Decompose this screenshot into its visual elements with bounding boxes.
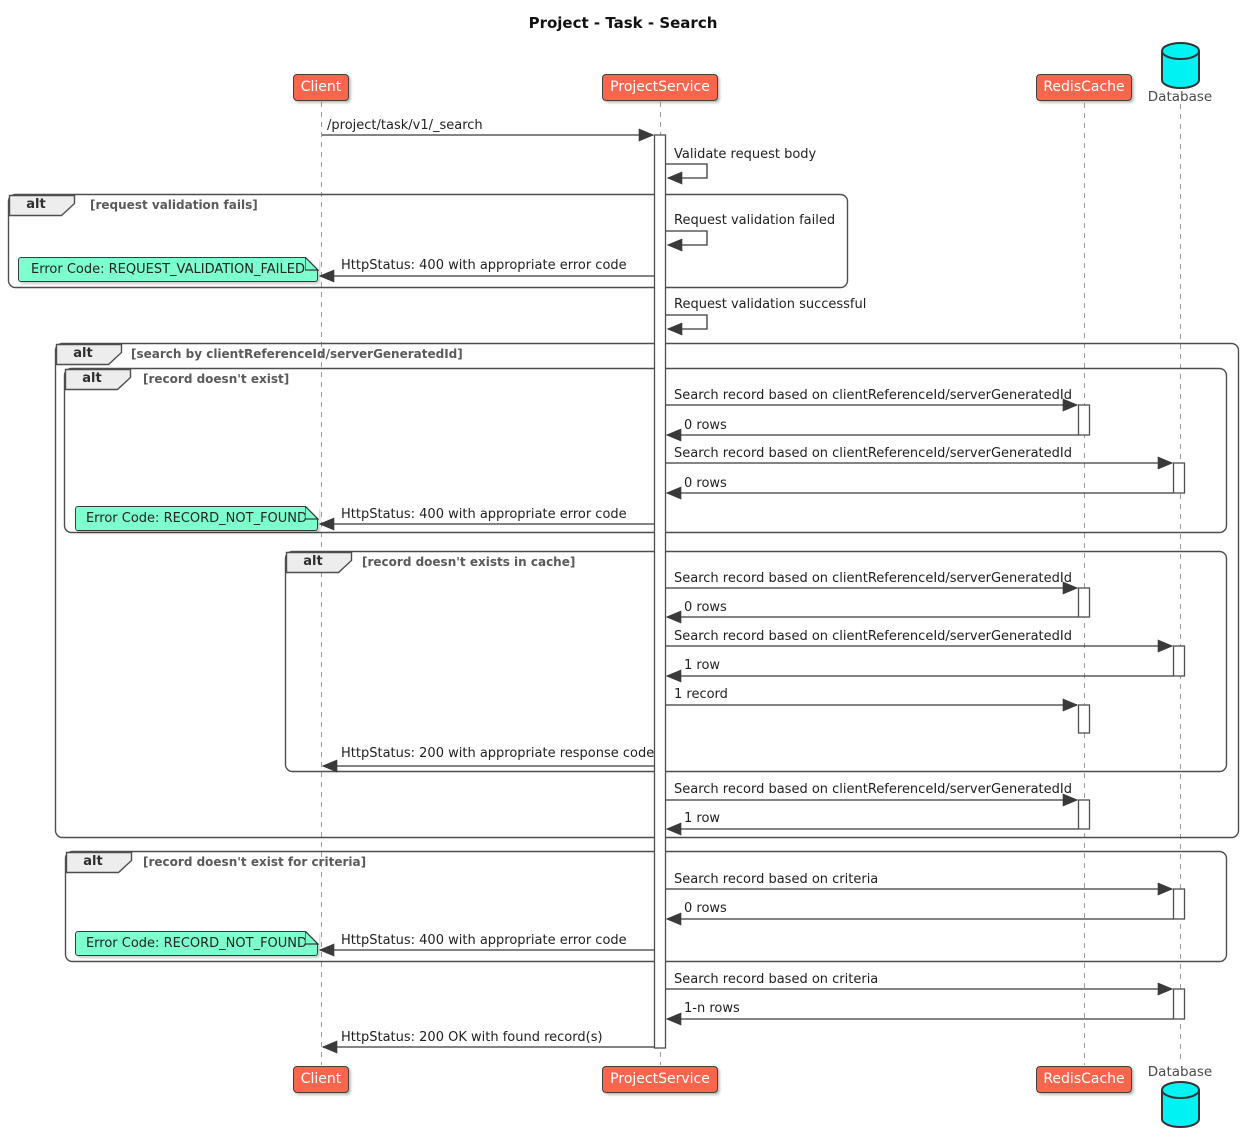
- alt-frame-tab: [55, 343, 123, 366]
- note-fold-icon: [304, 930, 319, 945]
- message-label: 0 rows: [684, 600, 727, 615]
- activation-bar-database: [1172, 462, 1186, 494]
- database-icon: [1161, 1081, 1200, 1128]
- message-label: HttpStatus: 400 with appropriate error c…: [341, 507, 627, 522]
- participant-redis-cache-top: RedisCache: [1036, 74, 1132, 101]
- message-label: Request validation failed: [674, 213, 836, 228]
- error-note-text: Error Code: RECORD_NOT_FOUND: [85, 511, 308, 526]
- alt-frame-tab: [65, 851, 133, 874]
- alt-keyword: alt: [82, 371, 102, 386]
- message-label: Search record based on clientReferenceId…: [674, 629, 1072, 644]
- note-fold-icon: [304, 256, 319, 271]
- diagram-title: Project - Task - Search: [528, 14, 718, 32]
- participant-redis-cache-bottom: RedisCache: [1036, 1066, 1132, 1093]
- alt-keyword: alt: [303, 554, 323, 569]
- alt-frame-tab: [8, 194, 76, 217]
- database-icon: [1161, 42, 1200, 89]
- activation-bar-redis-cache: [1077, 587, 1091, 618]
- participant-client-bottom: Client: [293, 1066, 349, 1093]
- activation-bar-database: [1172, 645, 1186, 677]
- error-note: Error Code: RECORD_NOT_FOUND: [75, 930, 319, 956]
- participant-database-label-top: Database: [1147, 89, 1213, 105]
- activation-bar-project-service: [653, 134, 667, 1049]
- error-note: Error Code: RECORD_NOT_FOUND: [75, 505, 319, 531]
- message-label: Request validation successful: [674, 297, 867, 312]
- message-label: /project/task/v1/_search: [327, 118, 483, 133]
- message-label: HttpStatus: 400 with appropriate error c…: [341, 258, 627, 273]
- self-message-line: [666, 163, 708, 185]
- message-label: HttpStatus: 200 OK with found record(s): [341, 1030, 603, 1045]
- message-label: 0 rows: [684, 418, 727, 433]
- participant-project-service-top: ProjectService: [602, 74, 718, 101]
- message-label: HttpStatus: 400 with appropriate error c…: [341, 933, 627, 948]
- alt-keyword: alt: [26, 197, 46, 212]
- message-label: HttpStatus: 200 with appropriate respons…: [341, 746, 655, 761]
- message-label: 0 rows: [684, 901, 727, 916]
- alt-condition: [request validation fails]: [90, 198, 258, 212]
- participant-project-service-bottom: ProjectService: [602, 1066, 718, 1093]
- message-label: Validate request body: [674, 147, 817, 162]
- alt-frame-tab: [64, 368, 132, 391]
- error-note-text: Error Code: RECORD_NOT_FOUND: [85, 936, 308, 951]
- self-message-line: [666, 230, 708, 252]
- message-label: Search record based on criteria: [674, 872, 879, 887]
- message-label: Search record based on clientReferenceId…: [674, 388, 1072, 403]
- message-label: Search record based on clientReferenceId…: [674, 782, 1072, 797]
- self-message-line: [666, 314, 708, 336]
- participant-client-top: Client: [293, 74, 349, 101]
- activation-bar-database: [1172, 988, 1186, 1020]
- alt-frame-record-doesnt-exist: [63, 367, 1228, 534]
- alt-condition: [search by clientReferenceId/serverGener…: [131, 347, 463, 361]
- message-label: Search record based on clientReferenceId…: [674, 571, 1072, 586]
- message-label: Search record based on clientReferenceId…: [674, 446, 1072, 461]
- message-label: 1 row: [684, 658, 721, 673]
- activation-bar-redis-cache: [1077, 404, 1091, 436]
- alt-condition: [record doesn't exist for criteria]: [143, 855, 367, 869]
- message-label: 0 rows: [684, 476, 727, 491]
- participant-database-label-bottom: Database: [1147, 1064, 1213, 1080]
- alt-condition: [record doesn't exist]: [143, 372, 290, 386]
- alt-frame-record-doesnt-exist-criteria: [64, 850, 1228, 963]
- message-label: 1-n rows: [684, 1001, 740, 1016]
- note-fold-icon: [304, 505, 319, 520]
- alt-frame-record-not-in-cache: [284, 550, 1228, 773]
- alt-frame-tab: [285, 551, 353, 574]
- alt-frame-search-by-ids: [54, 342, 1240, 839]
- message-label: 1 row: [684, 811, 721, 826]
- error-note: Error Code: REQUEST_VALIDATION_FAILED: [18, 256, 319, 282]
- message-label: 1 record: [674, 687, 728, 702]
- error-note-text: Error Code: REQUEST_VALIDATION_FAILED: [31, 262, 305, 277]
- alt-frame-request-validation-fails: [7, 193, 849, 289]
- alt-keyword: alt: [83, 854, 103, 869]
- alt-condition: [record doesn't exists in cache]: [362, 555, 576, 569]
- activation-bar-database: [1172, 888, 1186, 920]
- message-label: Search record based on criteria: [674, 972, 879, 987]
- activation-bar-redis-cache: [1077, 799, 1091, 830]
- activation-bar-redis-cache: [1077, 704, 1091, 734]
- alt-keyword: alt: [73, 346, 93, 361]
